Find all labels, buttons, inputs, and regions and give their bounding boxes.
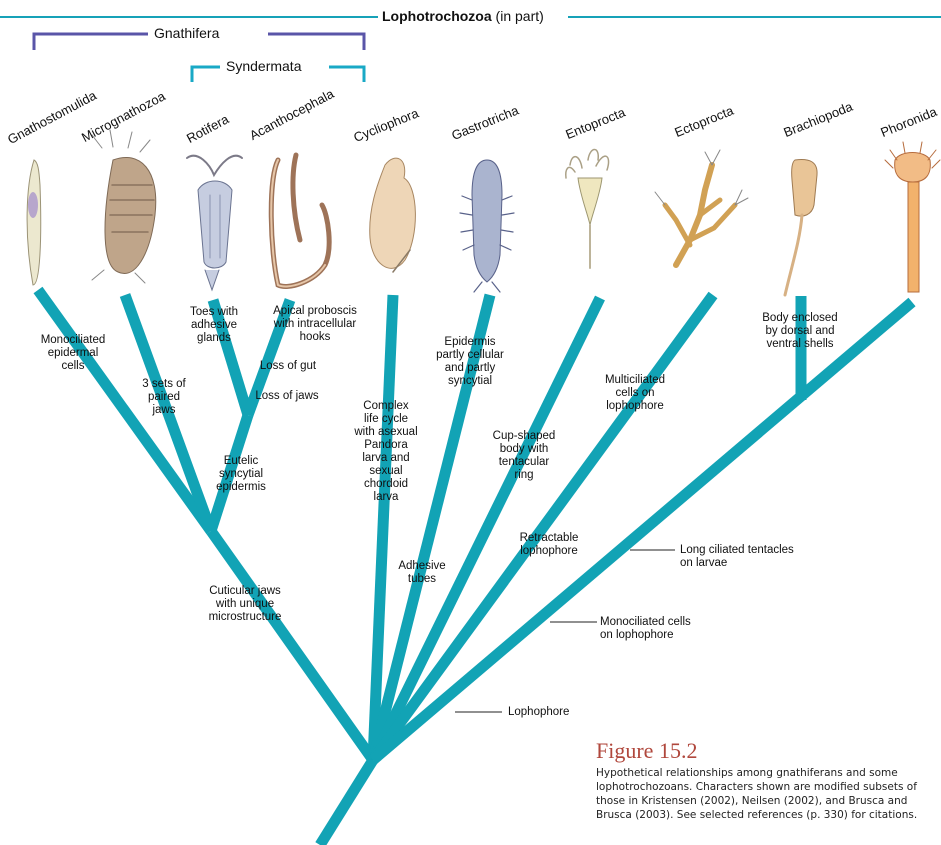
lophotrochozoa-header: Lophotrochozoa (in part) bbox=[378, 8, 548, 24]
gnathifera-stem bbox=[211, 531, 373, 760]
char-loss-gut: Loss of gut bbox=[248, 360, 328, 373]
char-adhesive-tubes: Adhesive tubes bbox=[387, 560, 457, 586]
char-body-enclosed: Body enclosed by dorsal and ventral shel… bbox=[740, 312, 860, 351]
char-loss-jaws: Loss of jaws bbox=[242, 390, 332, 403]
char-epidermis-partly: Epidermis partly cellular and partly syn… bbox=[420, 336, 520, 388]
gastrotricha-illustration bbox=[460, 160, 514, 292]
char-retractable-lophophore: Retractable lophophore bbox=[503, 532, 595, 558]
lophotrochozoa-note: (in part) bbox=[496, 8, 544, 24]
micrognathozoa-illustration bbox=[92, 130, 156, 283]
ectoprocta-illustration bbox=[655, 150, 748, 265]
char-long-ciliated: Long ciliated tentacles on larvae bbox=[680, 544, 840, 570]
char-cuticular-jaws: Cuticular jaws with unique microstructur… bbox=[190, 585, 300, 624]
rotifera-illustration bbox=[187, 156, 242, 290]
char-three-sets-jaws: 3 sets of paired jaws bbox=[124, 378, 204, 417]
gnathostomulida-illustration bbox=[27, 160, 41, 285]
char-toes-adhesive: Toes with adhesive glands bbox=[174, 306, 254, 345]
char-monociliated-epidermal: Monociliated epidermal cells bbox=[28, 334, 118, 373]
lophotrochozoa-title: Lophotrochozoa bbox=[382, 8, 492, 24]
figure-title: Figure 15.2 bbox=[596, 738, 697, 764]
char-apical-proboscis: Apical proboscis with intracellular hook… bbox=[250, 305, 380, 344]
entoprocta-illustration bbox=[566, 150, 609, 269]
phoronida-illustration bbox=[885, 142, 940, 292]
char-monociliated-lophophore: Monociliated cells on lophophore bbox=[600, 616, 740, 642]
organism-illustrations bbox=[27, 130, 940, 295]
cycliophora-illustration bbox=[370, 158, 416, 272]
char-lophophore: Lophophore bbox=[508, 706, 608, 719]
acanthocephala-illustration bbox=[271, 155, 329, 286]
char-complex-life-cycle: Complex life cycle with asexual Pandora … bbox=[340, 400, 432, 504]
root-branch bbox=[320, 760, 373, 845]
gnathifera-label: Gnathifera bbox=[150, 25, 223, 41]
char-multiciliated: Multiciliated cells on lophophore bbox=[590, 374, 680, 413]
char-eutelic: Eutelic syncytial epidermis bbox=[196, 455, 286, 494]
figure-caption: Hypothetical relationships among gnathif… bbox=[596, 766, 941, 822]
char-cup-shaped: Cup-shaped body with tentacular ring bbox=[478, 430, 570, 482]
syndermata-label: Syndermata bbox=[222, 58, 305, 74]
brachiopoda-illustration bbox=[785, 160, 817, 295]
